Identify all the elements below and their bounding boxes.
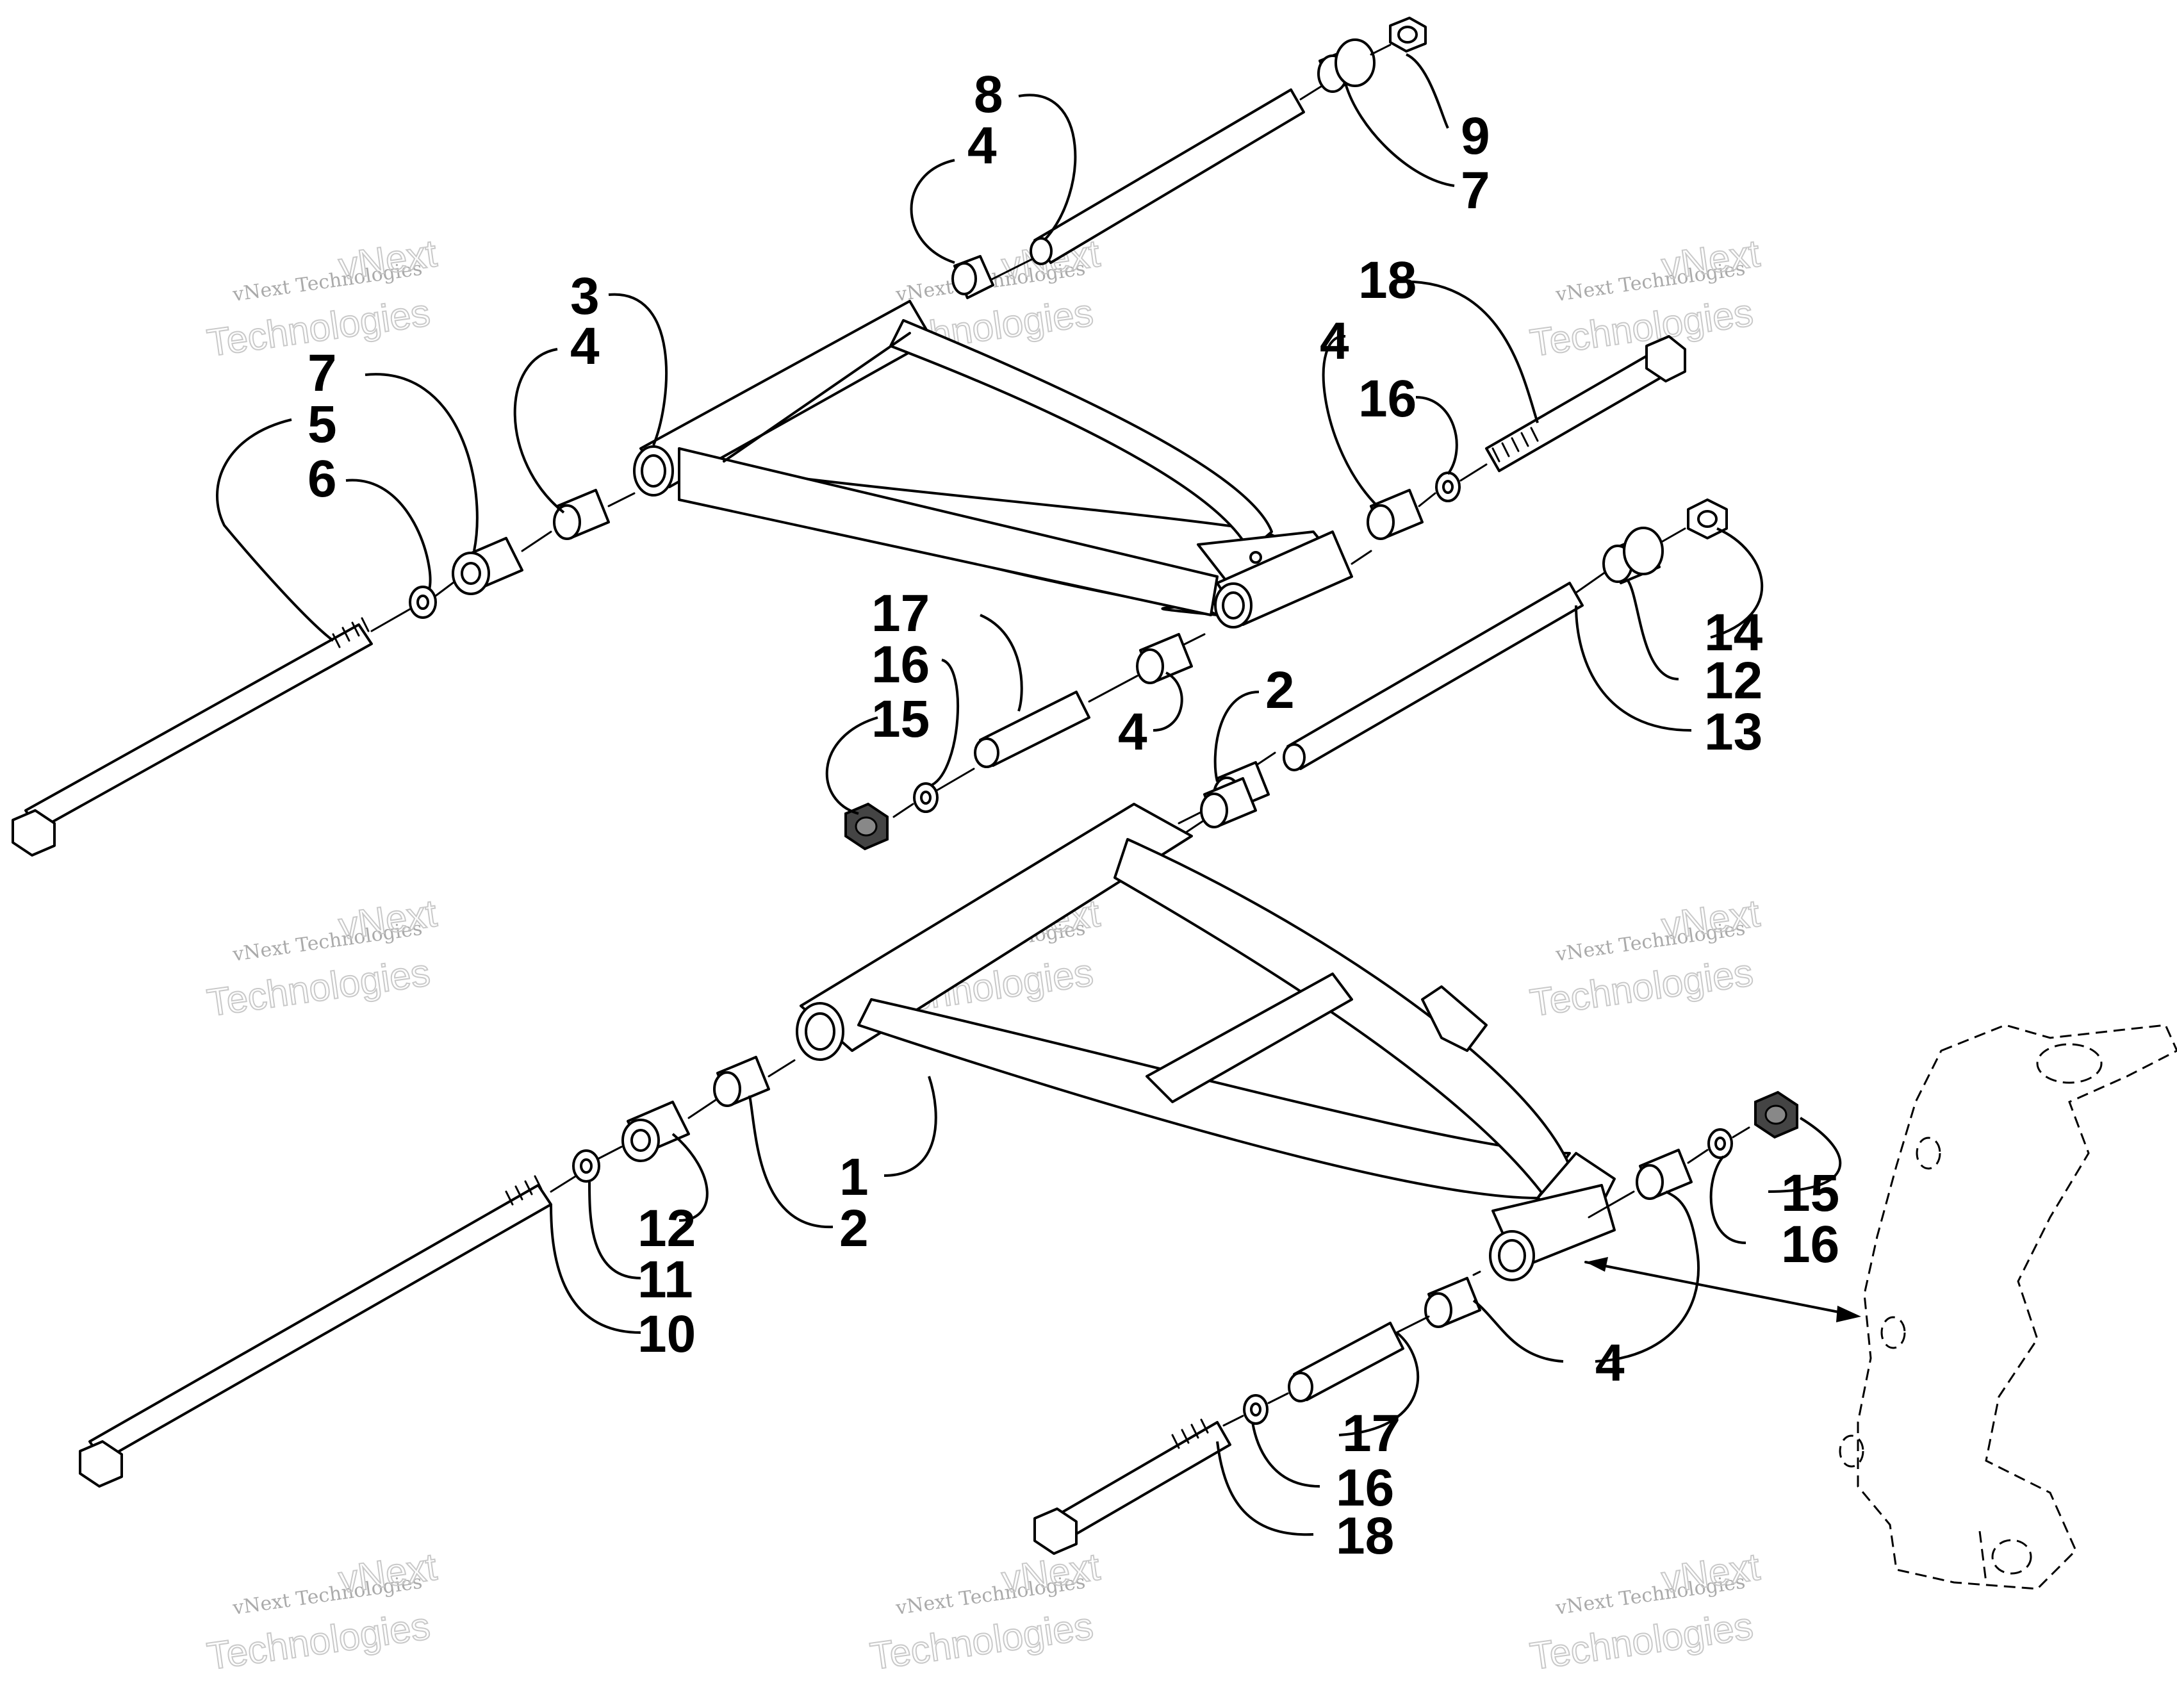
callout-3: 3 xyxy=(570,267,600,325)
callout-17: 17 xyxy=(871,584,930,643)
lower-left-bolt xyxy=(79,1056,796,1488)
callout-17: 17 xyxy=(1342,1404,1401,1463)
callout-8: 8 xyxy=(974,65,1003,124)
callout-4: 4 xyxy=(1320,312,1349,370)
watermark-line: vNext xyxy=(999,1545,1103,1602)
callout-18: 18 xyxy=(1336,1507,1394,1565)
upper-top-bushing xyxy=(951,255,994,299)
watermark-line: vNext xyxy=(1659,232,1762,288)
watermark: vNext Technologies vNext Technologies xyxy=(204,1545,440,1679)
lower-a-arm-group xyxy=(79,777,2177,1590)
callout-9: 9 xyxy=(1461,107,1490,165)
lower-top-bushing xyxy=(1184,777,1257,834)
callout-6: 6 xyxy=(308,450,337,508)
callout-4: 4 xyxy=(1118,703,1147,761)
callout-7: 7 xyxy=(308,344,337,402)
callout-4: 4 xyxy=(967,117,997,175)
watermark: vNext Technologies vNext Technologies xyxy=(204,891,440,1025)
upper-right-bolt xyxy=(1351,335,1686,565)
callout-10: 10 xyxy=(637,1305,696,1363)
callout-14: 14 xyxy=(1704,604,1763,662)
watermark-line: vNext xyxy=(1659,1545,1762,1602)
spindle-outline xyxy=(1839,1024,2177,1590)
callout-1: 1 xyxy=(839,1148,869,1206)
callout-2: 2 xyxy=(1265,661,1295,719)
leader-lines xyxy=(215,53,1842,1536)
callouts: 8 4 9 7 3 4 7 5 6 18 4 16 17 16 15 4 2 1… xyxy=(308,65,1839,1565)
callout-12: 12 xyxy=(637,1199,696,1258)
callout-7: 7 xyxy=(1461,161,1490,220)
watermark-line: vNext xyxy=(336,892,440,948)
callout-16: 16 xyxy=(1358,370,1417,428)
lower-a-arm xyxy=(796,803,1616,1281)
upper-left-bolt xyxy=(12,489,636,857)
upper-front-bolt-set xyxy=(844,633,1206,851)
callout-2: 2 xyxy=(839,1199,869,1258)
callout-15: 15 xyxy=(871,690,930,748)
callout-13: 13 xyxy=(1704,703,1762,761)
reference-arrow xyxy=(1584,1257,1861,1322)
watermark-line: vNext xyxy=(336,232,440,288)
callout-5: 5 xyxy=(308,395,337,454)
watermark: vNext Technologies vNext Technologies xyxy=(1527,1545,1763,1679)
watermark: vNext Technologies vNext Technologies xyxy=(1527,891,1763,1025)
callout-11: 11 xyxy=(637,1251,693,1309)
lower-front-bolt-set xyxy=(1033,1270,1481,1555)
callout-16: 16 xyxy=(1781,1215,1839,1274)
upper-pivot-shaft xyxy=(966,17,1427,293)
watermark-line: vNext xyxy=(336,1545,440,1602)
callout-16: 16 xyxy=(871,636,930,694)
upper-a-arm xyxy=(633,300,1353,628)
watermark: vNext Technologies vNext Technologies xyxy=(867,1545,1103,1679)
callout-12: 12 xyxy=(1704,652,1762,710)
callout-4: 4 xyxy=(570,317,600,375)
upper-a-arm-group xyxy=(12,17,1728,857)
watermark-line: vNext xyxy=(1659,892,1762,948)
callout-16: 16 xyxy=(1336,1459,1394,1517)
callout-18: 18 xyxy=(1358,251,1417,309)
lower-pivot-shaft xyxy=(1178,498,1728,825)
lower-right-nut-set xyxy=(1588,1090,1798,1219)
callout-15: 15 xyxy=(1781,1164,1839,1222)
callout-4: 4 xyxy=(1595,1334,1625,1392)
watermark: vNext Technologies vNext Technologies xyxy=(1527,231,1763,365)
